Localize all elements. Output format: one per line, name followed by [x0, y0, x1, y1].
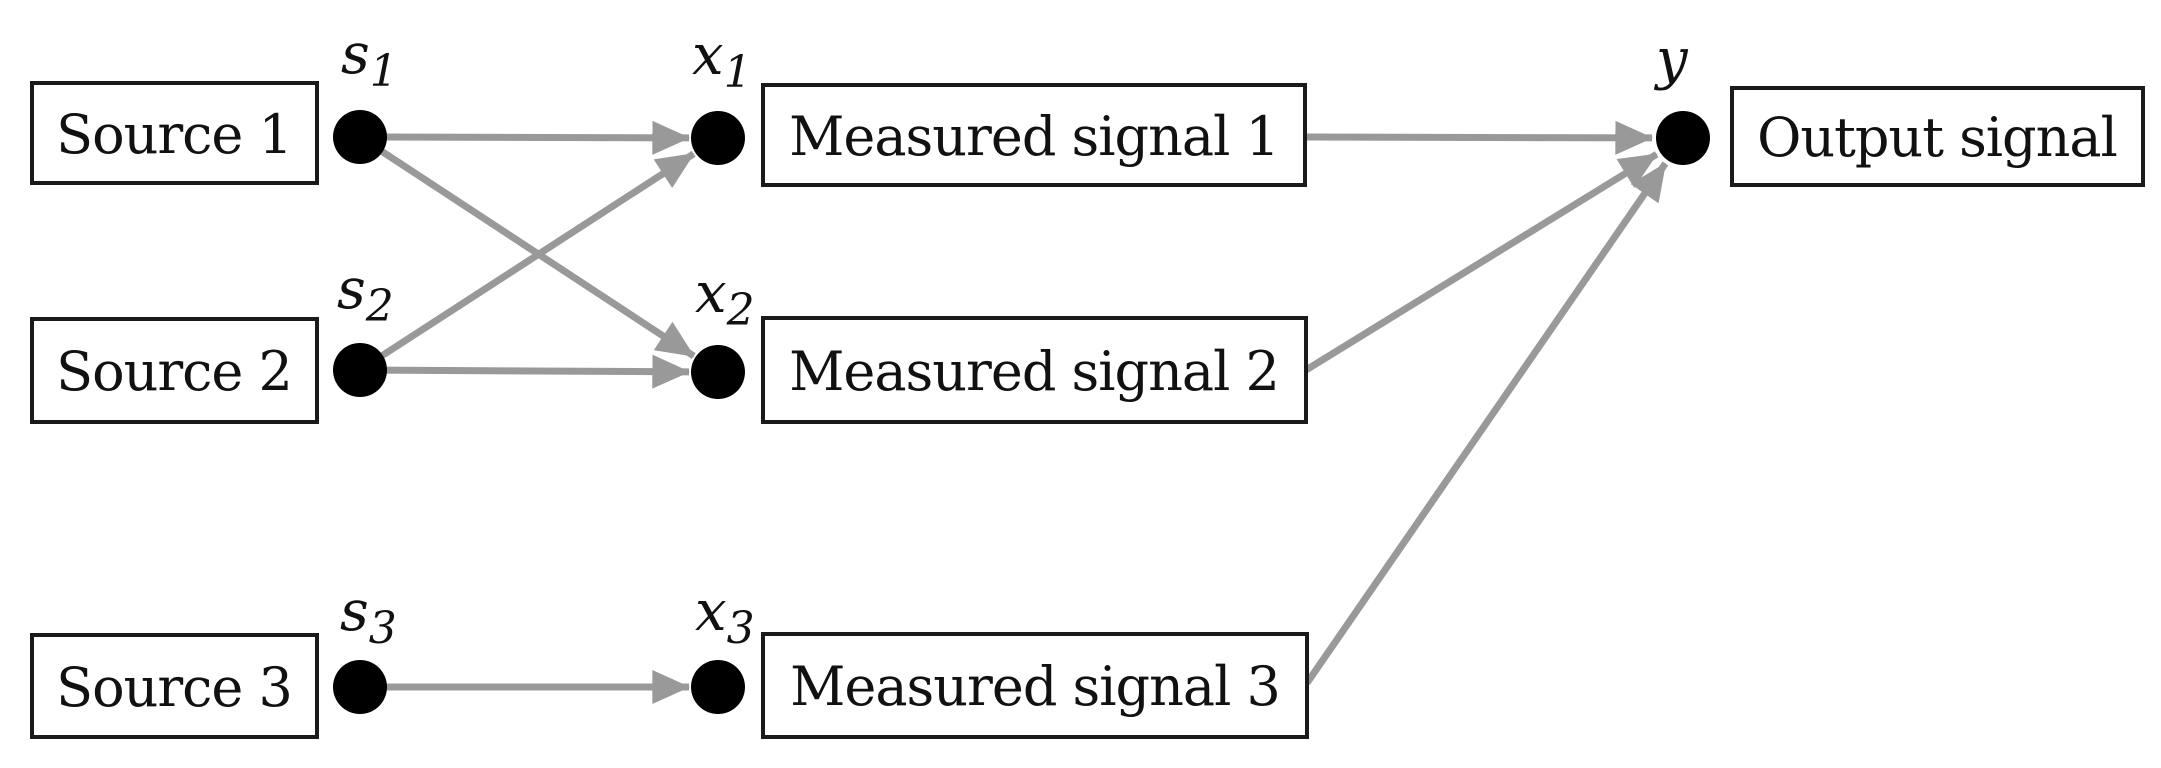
- measured-signal-1-box: Measured signal 1: [761, 83, 1307, 187]
- measured-signal-1-label: Measured signal 1: [789, 105, 1279, 168]
- edges-layer: [358, 120, 1669, 704]
- node-dot-x2: [691, 345, 745, 399]
- node-label-s1: s1: [341, 22, 398, 97]
- node-label-x2: x2: [695, 261, 755, 336]
- edge-s1-x1: [359, 120, 691, 155]
- node-dot-x3: [691, 660, 745, 714]
- edge-s2-x2: [359, 354, 691, 389]
- node-dot-s2: [333, 343, 387, 397]
- measured-signal-2-rect: [761, 316, 1308, 424]
- measured-signal-2-box: Measured signal 2: [761, 316, 1308, 424]
- edge-ms1-y: [1304, 120, 1654, 155]
- node-label-s3: s3: [340, 579, 397, 654]
- source-2-rect: [30, 317, 319, 424]
- edge-ms3-y: [1304, 161, 1669, 685]
- node-label-s2: s2: [337, 257, 394, 332]
- source-1-label: Source 1: [56, 103, 292, 166]
- source-2-label: Source 2: [56, 340, 292, 403]
- edge-ms2-y: [1304, 151, 1659, 373]
- node-dot-s3: [333, 660, 387, 714]
- node-dot-x1: [691, 111, 745, 165]
- edge-s2-x1: [358, 150, 696, 373]
- output-signal-box: Output signal: [1730, 86, 2145, 187]
- node-dot-s1: [333, 110, 387, 164]
- node-dot-y: [1656, 111, 1710, 165]
- source-1-box: Source 1: [30, 81, 319, 185]
- measured-signal-3-label: Measured signal 3: [790, 655, 1280, 718]
- measured-signal-3-box: Measured signal 3: [761, 632, 1309, 739]
- node-label-x3: x3: [695, 579, 755, 654]
- measured-signal-2-label: Measured signal 2: [789, 340, 1279, 403]
- node-label-y: y: [1653, 27, 1689, 92]
- measured-signal-1-rect: [761, 83, 1307, 187]
- source-3-label: Source 3: [56, 656, 292, 719]
- source-3-box: Source 3: [30, 633, 319, 739]
- measured-signal-3-rect: [761, 632, 1309, 739]
- source-3-rect: [30, 633, 319, 739]
- node-label-x1: x1: [692, 23, 752, 98]
- source-1-rect: [30, 81, 319, 185]
- output-signal-label: Output signal: [1757, 106, 2117, 169]
- edge-s1-x2: [358, 134, 696, 360]
- source-2-box: Source 2: [30, 317, 319, 424]
- output-signal-rect: [1730, 86, 2145, 187]
